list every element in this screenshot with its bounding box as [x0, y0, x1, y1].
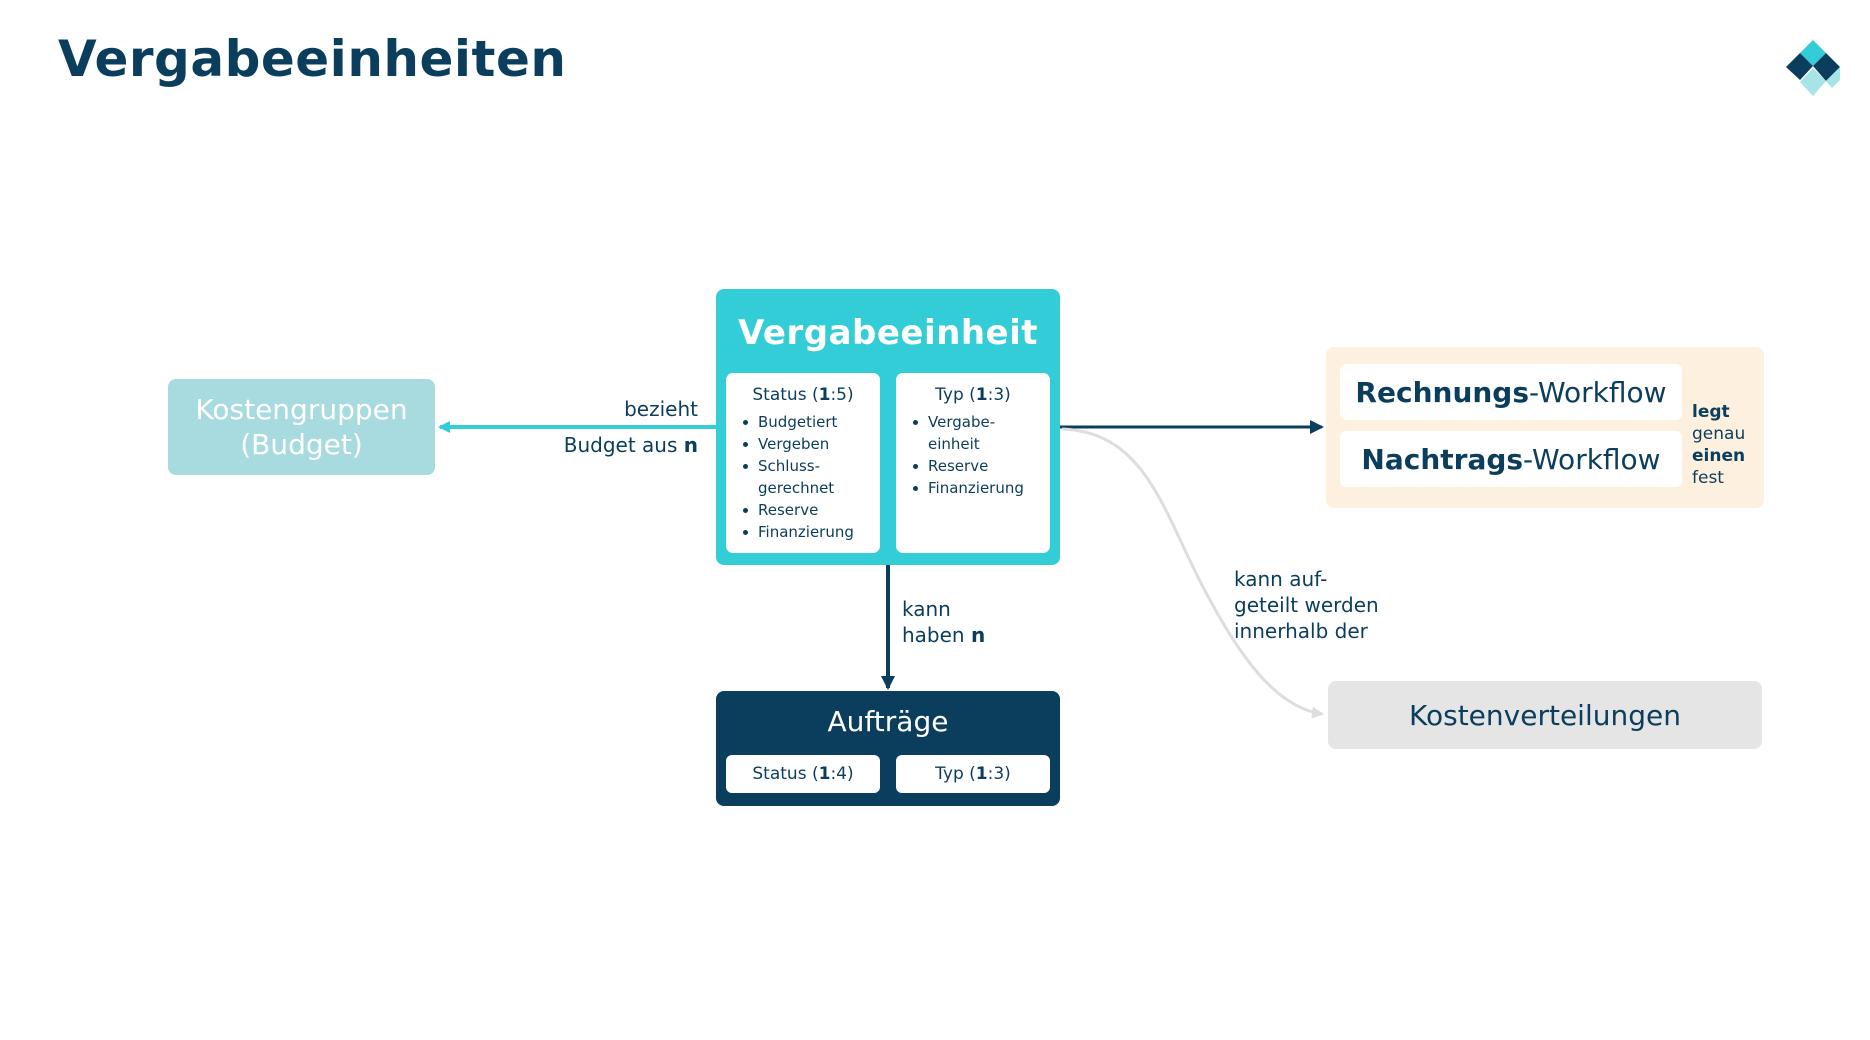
list-item: Reserve	[742, 499, 880, 521]
list-item: Finanzierung	[742, 521, 880, 543]
kann-haben-label: kann haben n	[902, 596, 985, 648]
kann-haben-line1: kann	[902, 597, 951, 621]
workflow-note-line4: fest	[1692, 468, 1724, 488]
diamond-logo-icon	[1786, 40, 1840, 96]
page-title: Vergabeeinheiten	[58, 30, 567, 88]
auftraege-status-pill: Status (1:4)	[726, 755, 880, 793]
bezieht-line2: Budget aus n	[563, 433, 698, 457]
list-item: Finanzierung	[912, 477, 1050, 499]
kann-haben-line2: haben n	[902, 623, 986, 647]
vergabeeinheit-status-heading: Status (1:5)	[752, 385, 854, 405]
list-item: Reserve	[912, 455, 1050, 477]
workflow-node: Rechnungs-Workflow Nachtrags-Workflow le…	[1326, 347, 1764, 508]
auftraege-typ-pill: Typ (1:3)	[896, 755, 1050, 793]
aufgeteilt-line2: geteilt werden	[1234, 593, 1379, 617]
vergabeeinheit-title: Vergabeeinheit	[737, 313, 1039, 353]
workflow-note-line2: genau	[1692, 424, 1746, 444]
aufgeteilt-line1: kann auf-	[1234, 567, 1328, 591]
workflow-note-line1: legt	[1692, 402, 1730, 422]
vergabeeinheit-typ-list: Vergabe-einheit Reserve Finanzierung	[896, 411, 1050, 499]
vergabeeinheit-status-card: Status (1:5) Budgetiert Vergeben Schluss…	[726, 373, 880, 553]
nachtrags-workflow: Nachtrags-Workflow	[1340, 431, 1682, 487]
list-item: Schluss-gerechnet	[742, 455, 880, 499]
aufgeteilt-label: kann auf- geteilt werden innerhalb der	[1234, 566, 1379, 644]
vergabeeinheit-typ-heading: Typ (1:3)	[935, 385, 1011, 405]
workflow-note-line3: einen	[1692, 446, 1746, 466]
kostengruppen-node: Kostengruppen (Budget)	[168, 379, 435, 475]
vergabeeinheit-typ-card: Typ (1:3) Vergabe-einheit Reserve Finanz…	[896, 373, 1050, 553]
bezieht-label: bezieht Budget aus n	[564, 396, 698, 458]
list-item: Vergeben	[742, 433, 880, 455]
workflow-note: legt genau einen fest	[1692, 401, 1745, 489]
kostenverteilungen-label: Kostenverteilungen	[1409, 698, 1681, 732]
vergabeeinheit-status-list: Budgetiert Vergeben Schluss-gerechnet Re…	[726, 411, 880, 543]
vergabeeinheit-node: Vergabeeinheit Status (1:5) Budgetiert V…	[716, 289, 1060, 565]
list-item: Vergabe-einheit	[912, 411, 1050, 455]
kostengruppen-sublabel: (Budget)	[240, 428, 363, 461]
bezieht-line1: bezieht	[624, 397, 698, 421]
rechnungs-workflow: Rechnungs-Workflow	[1340, 364, 1682, 420]
auftraege-node: Aufträge Status (1:4) Typ (1:3)	[716, 691, 1060, 806]
kostengruppen-label: Kostengruppen	[195, 393, 408, 426]
list-item: Budgetiert	[742, 411, 880, 433]
kostenverteilung-arrow	[1061, 427, 1324, 719]
kostenverteilungen-node: Kostenverteilungen	[1328, 681, 1762, 749]
aufgeteilt-line3: innerhalb der	[1234, 619, 1368, 643]
auftraege-title: Aufträge	[827, 705, 949, 738]
